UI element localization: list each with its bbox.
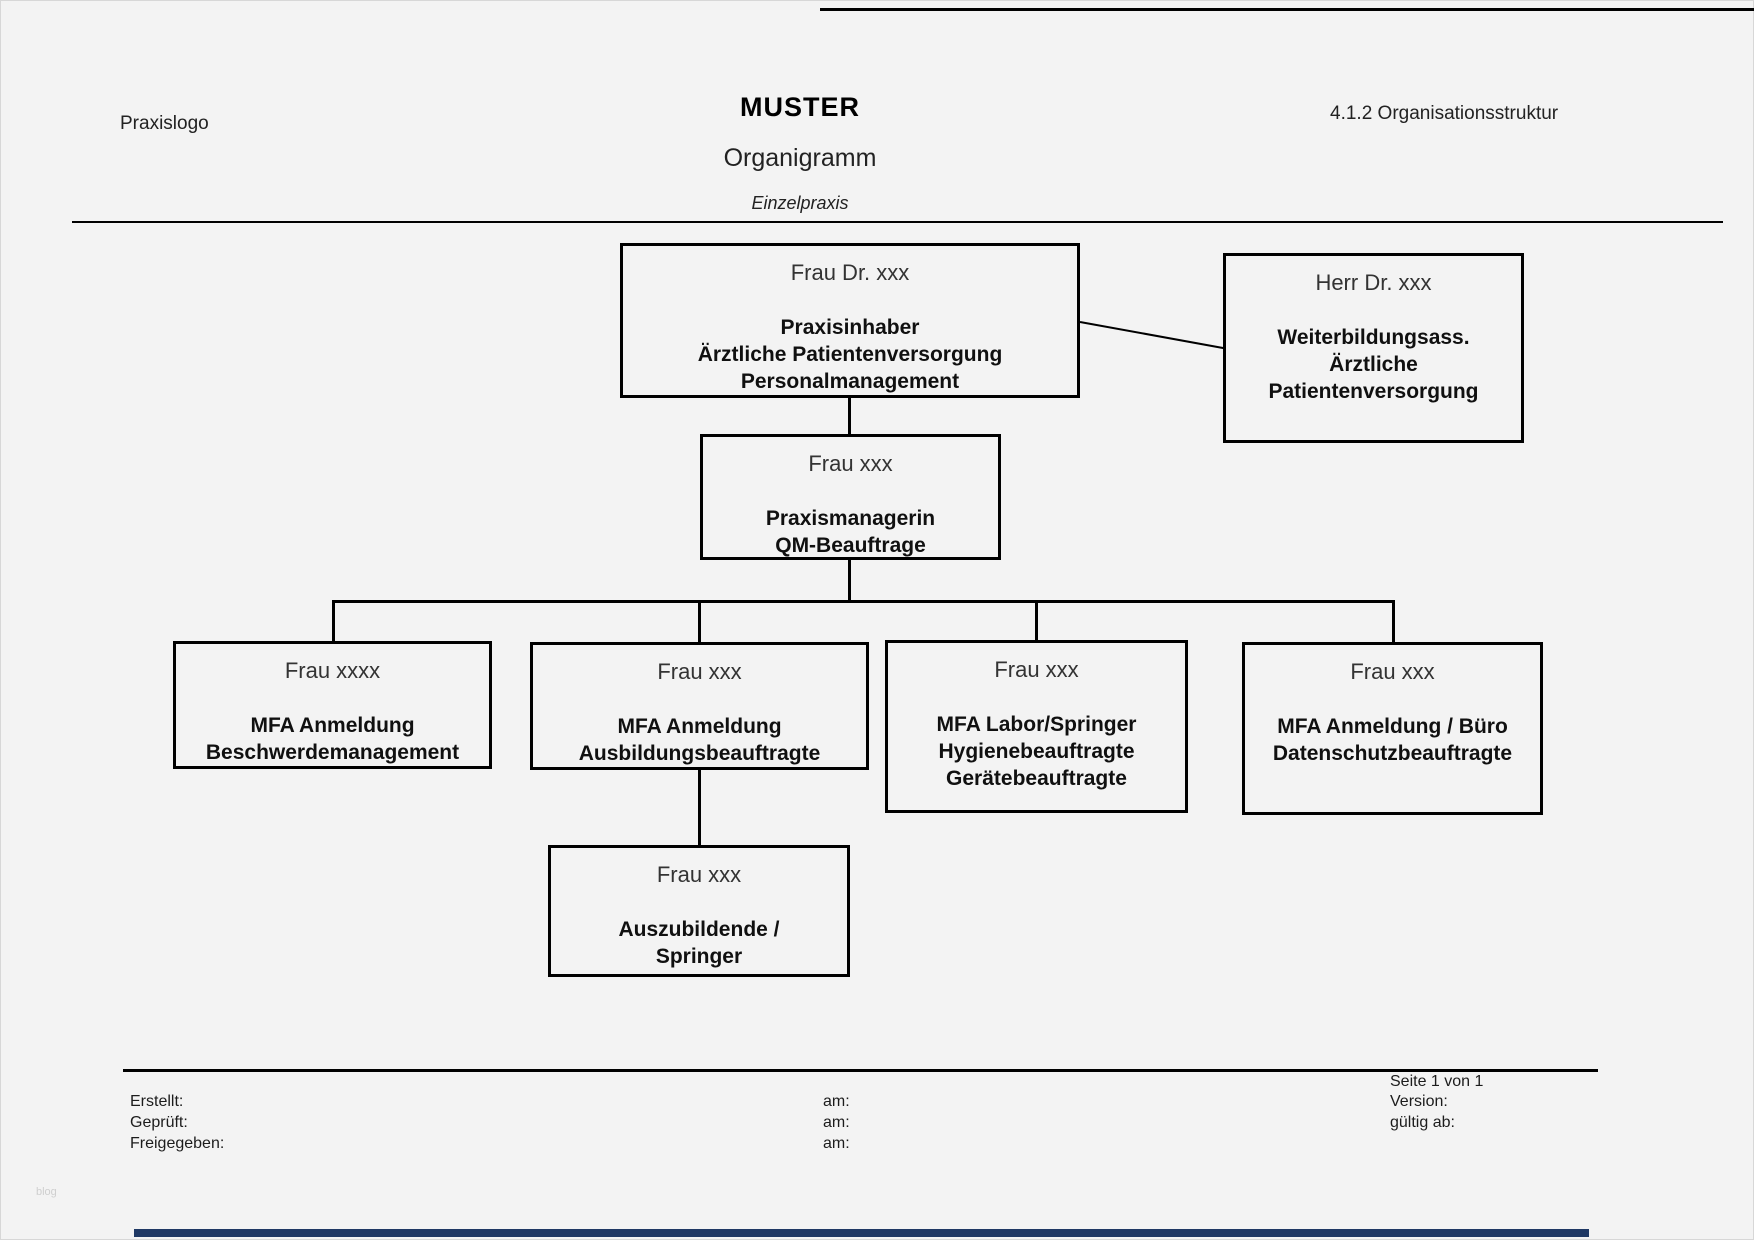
node-role: Springer [655,945,743,968]
org-node-praxisinhaber: Frau Dr. xxx Praxisinhaber Ärztliche Pat… [620,243,1080,398]
connector-drop-mfa3 [1035,600,1038,640]
node-role: Patientenversorgung [1268,380,1479,403]
org-node-mfa-labor-springer: Frau xxx MFA Labor/Springer Hygienebeauf… [885,640,1188,813]
node-role: Ärztliche Patientenversorgung [697,343,1003,366]
connector-drop-mfa1 [332,600,335,641]
node-person-name: Frau xxx [1350,659,1435,684]
node-role: Personalmanagement [740,370,960,393]
node-role: MFA Labor/Springer [936,713,1137,736]
org-node-weiterbildungsassistent: Herr Dr. xxx Weiterbildungsass. Ärztlich… [1223,253,1524,443]
node-role: Ärztliche [1329,353,1418,376]
connector-bus [332,600,1394,603]
node-person-name: Frau xxx [808,451,893,476]
node-person-name: Frau xxx [656,862,742,887]
node-role: MFA Anmeldung / Büro [1277,715,1508,738]
node-person-name: Frau xxx [657,659,742,684]
node-role: Auszubildende / [618,918,780,941]
org-node-mfa-ausbildungsbeauftragte: Frau xxx MFA Anmeldung Ausbildungsbeauft… [530,642,869,770]
praxislogo-label: Praxislogo [120,113,209,134]
node-role: Praxismanagerin [765,507,936,530]
node-role: QM-Beauftrage [775,534,926,557]
node-role: Hygienebeauftragte [938,740,1135,763]
footer-divider [123,1069,1598,1072]
am-label-3: am: [823,1135,850,1152]
practice-name: MUSTER [740,92,860,122]
bottom-accent-bar [134,1229,1589,1237]
org-node-praxismanagerin: Frau xxx Praxismanagerin QM-Beauftrage [700,434,1001,560]
node-role: MFA Anmeldung [617,715,782,738]
connector-manager-bus [848,560,851,600]
erstellt-label: Erstellt: [130,1093,184,1110]
gueltig-ab-label: gültig ab: [1390,1114,1455,1131]
connector-mfa2-azubi [698,770,701,845]
node-role: Datenschutzbeauftragte [1272,742,1513,765]
connector-owner-assistant [1079,321,1224,350]
geprueft-label: Geprüft: [130,1114,188,1131]
node-role: MFA Anmeldung [250,714,415,737]
page-subtitle: Einzelpraxis [751,193,849,213]
node-person-name: Frau xxx [994,657,1079,682]
node-person-name: Frau Dr. xxx [790,260,910,285]
org-node-auszubildende: Frau xxx Auszubildende / Springer [548,845,850,977]
node-role: Beschwerdemanagement [205,741,460,764]
connector-drop-mfa2 [698,600,701,642]
page-title: Organigramm [723,144,877,172]
am-label-1: am: [823,1093,850,1110]
page-number: Seite 1 von 1 [1390,1073,1484,1090]
connector-drop-mfa4 [1392,600,1395,642]
org-node-mfa-datenschutzbeauftragte: Frau xxx MFA Anmeldung / Büro Datenschut… [1242,642,1543,815]
node-role: Gerätebeauftragte [946,767,1127,790]
node-role: Weiterbildungsass. [1277,326,1470,349]
node-role: Praxisinhaber [780,316,920,339]
freigegeben-label: Freigegeben: [130,1135,225,1152]
node-person-name: Frau xxxx [284,658,381,683]
node-person-name: Herr Dr. xxx [1315,270,1432,295]
watermark-text: blog [36,1186,57,1198]
top-edge-rule [820,8,1754,11]
node-role: Ausbildungsbeauftragte [578,742,821,765]
header-divider [72,221,1723,223]
connector-owner-manager [848,398,851,434]
section-reference: 4.1.2 Organisationsstruktur [1330,103,1559,124]
version-label: Version: [1390,1093,1448,1110]
org-node-mfa-beschwerdemanagement: Frau xxxx MFA Anmeldung Beschwerdemanage… [173,641,492,769]
am-label-2: am: [823,1114,850,1131]
